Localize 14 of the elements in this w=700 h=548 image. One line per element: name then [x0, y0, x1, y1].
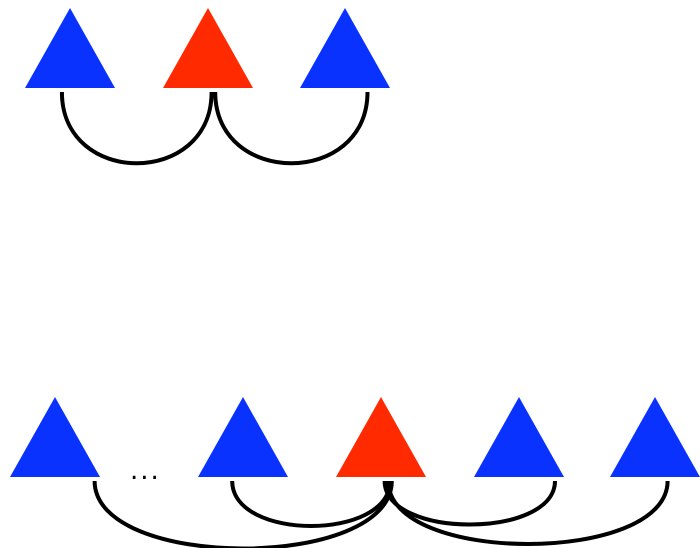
triangle-shape	[25, 8, 115, 88]
curved-connector	[60, 92, 214, 166]
triangle-shape	[163, 8, 253, 88]
triangle-shape	[610, 397, 700, 477]
triangle-shape	[474, 397, 564, 477]
curved-connector	[92, 480, 394, 548]
curved-connector	[213, 92, 370, 166]
curved-connector	[382, 480, 557, 526]
triangle-shape	[300, 8, 390, 88]
curved-connector	[386, 480, 670, 546]
ellipsis-label: ...	[130, 458, 161, 484]
triangle-shape	[336, 397, 426, 477]
triangle-shape	[198, 397, 288, 477]
triangle-shape	[10, 397, 100, 477]
